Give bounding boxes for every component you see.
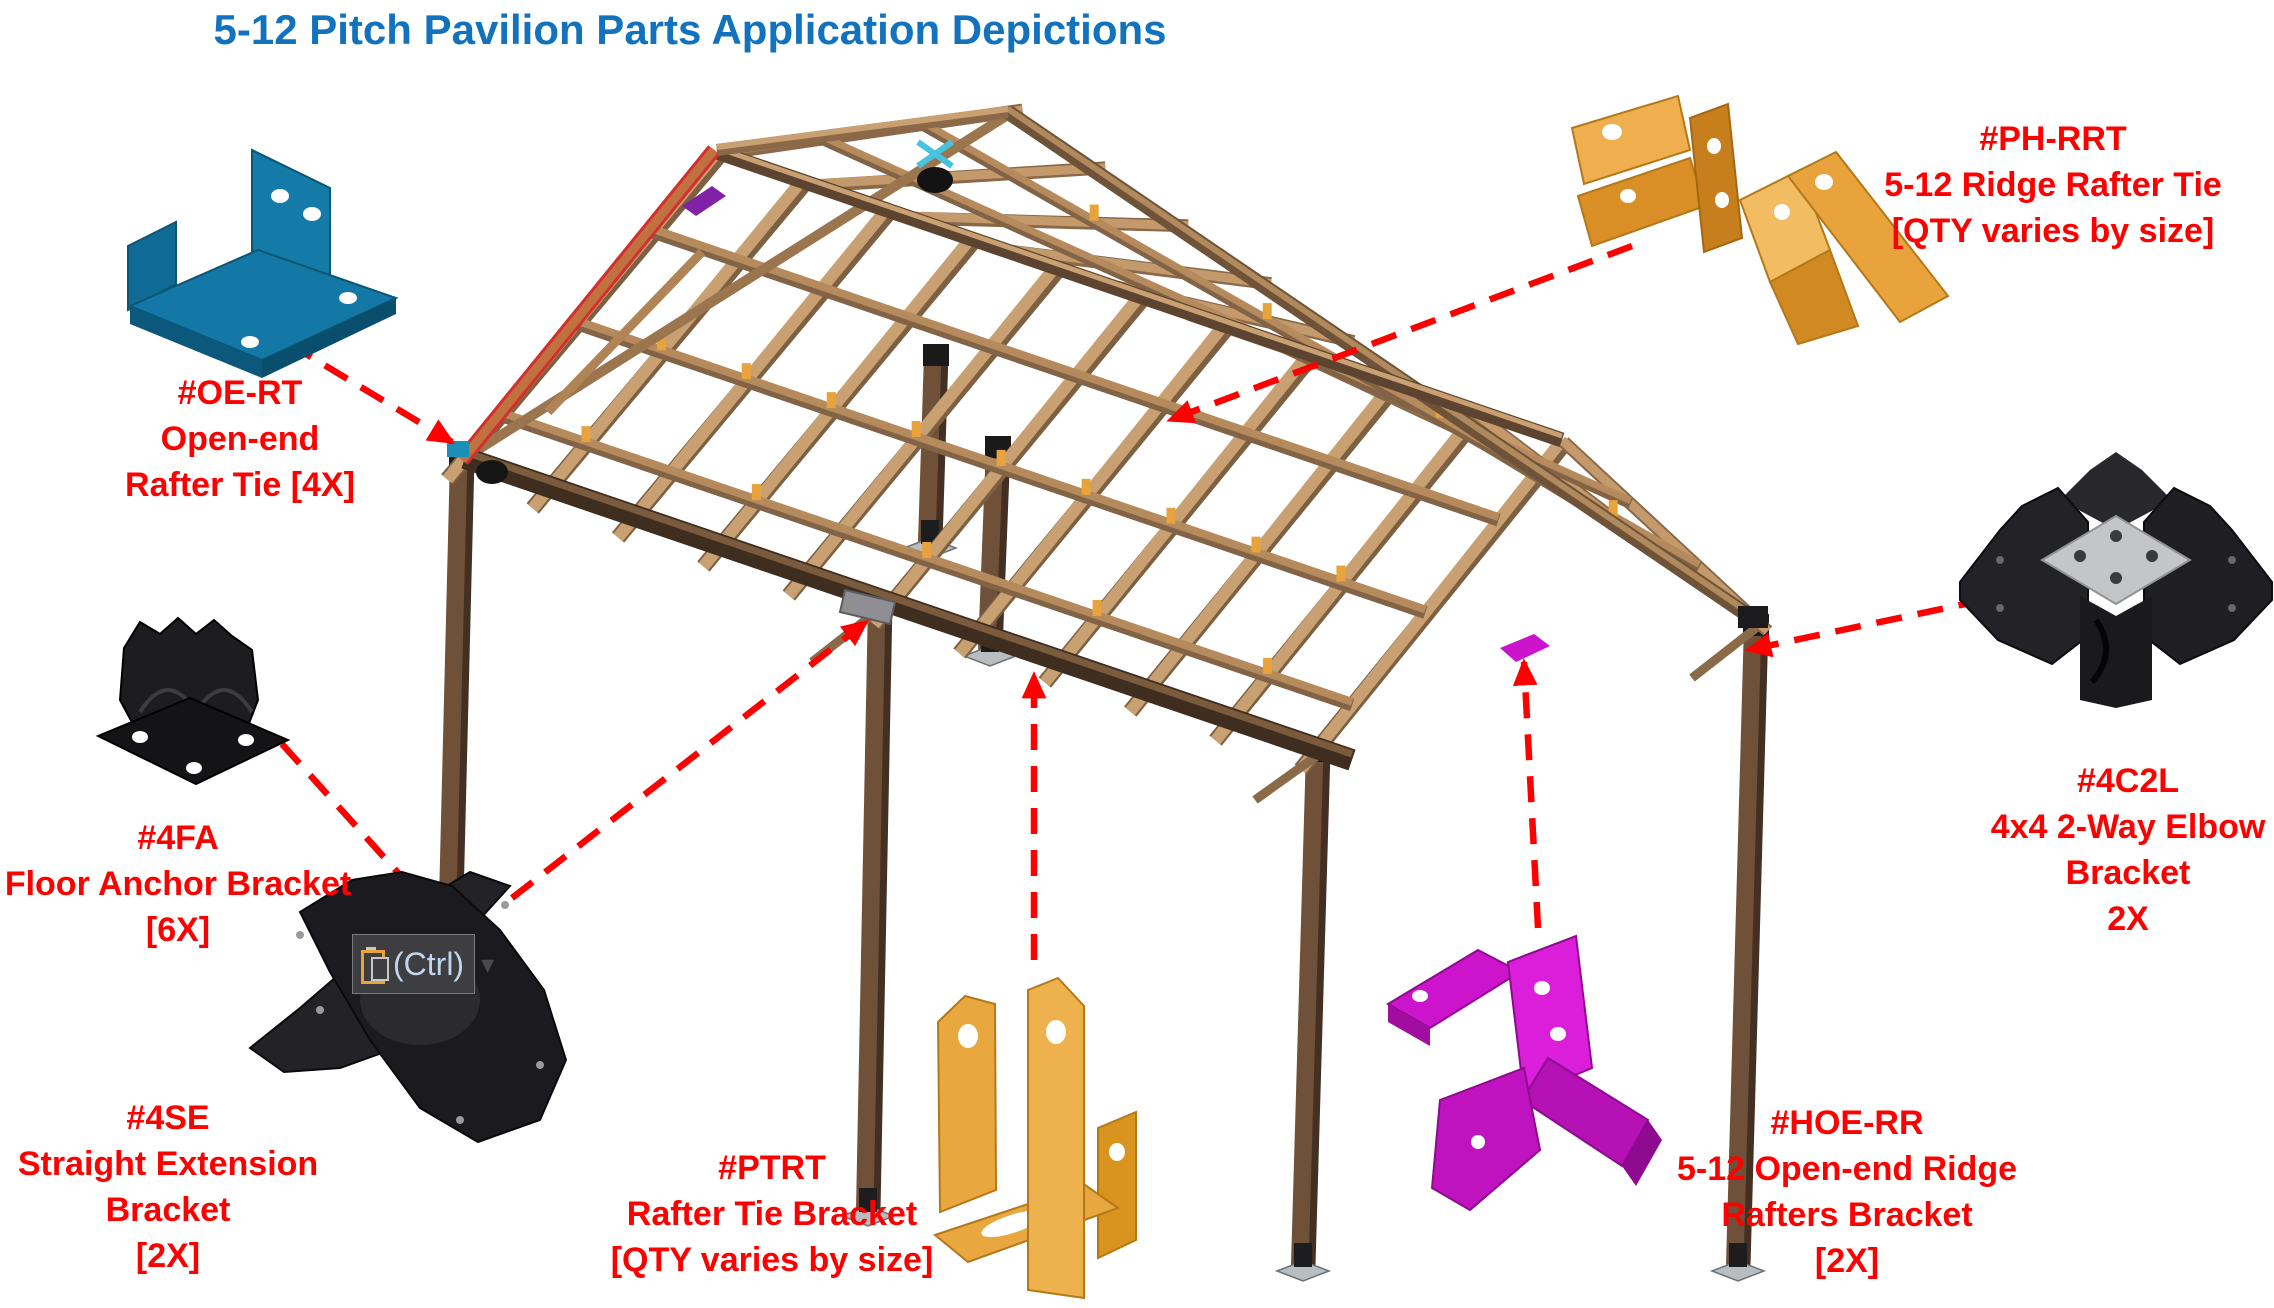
part-name: Rafters Bracket	[1721, 1196, 1973, 1234]
part-name: Open-end	[160, 420, 320, 458]
installed-ridge-bracket	[917, 167, 953, 193]
part-code: #4C2L	[2076, 762, 2180, 800]
part-code: #HOE-RR	[1770, 1104, 1924, 1142]
pavilion-structure	[421, 103, 1773, 1282]
part-image-4fa	[95, 616, 291, 786]
arrow-4c2l	[1744, 596, 1985, 658]
part-image-oe-rt	[127, 148, 399, 378]
part-code: #4SE	[126, 1099, 210, 1137]
arrow-oe-rt	[251, 319, 456, 445]
installed-open-end-rafter-tie	[447, 441, 469, 457]
part-name: Rafter Tie Bracket	[626, 1195, 918, 1233]
part-qty: [2X]	[135, 1237, 201, 1275]
part-name: 5-12 Ridge Rafter Tie	[1884, 166, 2222, 204]
part-image-4c2l	[1959, 452, 2273, 708]
installed-open-end-ridge-bracket	[1500, 634, 1550, 662]
callout-arrows	[251, 242, 1985, 960]
arrow-hoe-rr	[1512, 658, 1542, 929]
label-4se: #4SE Straight Extension Bracket [2X]	[18, 1095, 318, 1279]
part-qty: [QTY varies by size]	[1891, 212, 2215, 250]
installed-ridge-tie	[916, 139, 954, 169]
part-name: Bracket	[105, 1191, 231, 1229]
paste-options-button[interactable]: (Ctrl)	[352, 934, 476, 994]
part-name: 4x4 2-Way Elbow	[1990, 808, 2266, 846]
label-hoe-rr: #HOE-RR 5-12 Open-end Ridge Rafters Brac…	[1677, 1100, 2017, 1284]
label-ptrt: #PTRT Rafter Tie Bracket [QTY varies by …	[611, 1145, 934, 1283]
pavilion-beams	[456, 105, 1763, 804]
arrow-4se	[510, 619, 870, 901]
label-oe-rt: #OE-RT Open-end Rafter Tie [4X]	[125, 370, 355, 508]
part-image-hoe-rr	[1386, 934, 1662, 1212]
dropdown-caret-icon[interactable]: ▾	[481, 948, 495, 979]
installed-straight-extension	[838, 588, 897, 626]
page-title: 5-12 Pitch Pavilion Parts Application De…	[213, 6, 1167, 53]
part-name: Straight Extension	[17, 1145, 319, 1183]
installed-corner-bracket	[476, 460, 508, 484]
part-qty: 2X	[2107, 900, 2149, 938]
paste-options-popup: (Ctrl) ▾	[352, 934, 494, 994]
installed-elbow-bracket	[1738, 606, 1768, 628]
part-code: #OE-RT	[177, 374, 303, 412]
part-image-ph-rrt	[1570, 94, 1950, 346]
part-name: 5-12 Open-end Ridge	[1676, 1150, 2018, 1188]
installed-hardware	[447, 139, 1768, 662]
part-qty: [2X]	[1814, 1242, 1880, 1280]
part-name: Bracket	[2065, 854, 2191, 892]
part-qty: [QTY varies by size]	[610, 1241, 934, 1279]
label-4fa: #4FA Floor Anchor Bracket [6X]	[5, 815, 351, 953]
part-name: Floor Anchor Bracket	[4, 865, 352, 903]
part-qty: [6X]	[145, 911, 211, 949]
clipboard-icon	[361, 947, 389, 984]
part-code: #PTRT	[718, 1149, 826, 1187]
installed-open-end-ridge-bracket	[682, 186, 726, 216]
label-4c2l: #4C2L 4x4 2-Way Elbow Bracket 2X	[1991, 758, 2266, 942]
part-code: #PH-RRT	[1979, 120, 2127, 158]
part-image-ptrt	[932, 976, 1137, 1300]
part-qty: Rafter Tie [4X]	[125, 466, 355, 504]
label-ph-rrt: #PH-RRT 5-12 Ridge Rafter Tie [QTY varie…	[1884, 116, 2222, 254]
paste-options-label: (Ctrl)	[393, 946, 465, 982]
part-code: #4FA	[137, 819, 219, 857]
